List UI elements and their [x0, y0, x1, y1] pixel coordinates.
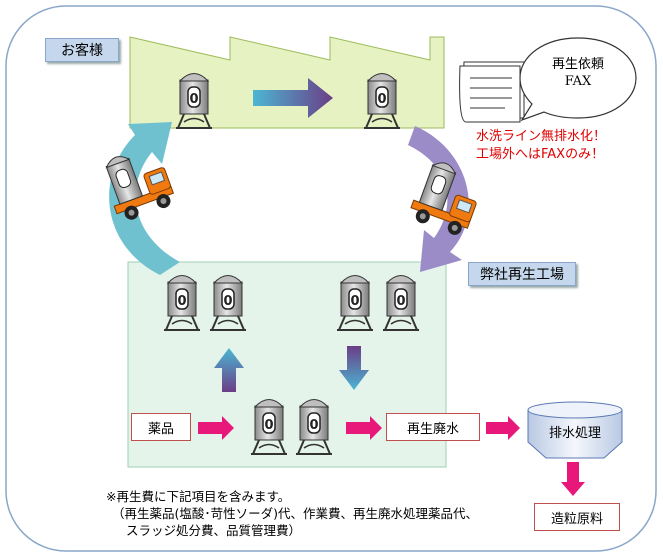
- warning-line2: 工場外へはFAXのみ！: [476, 147, 605, 162]
- arrow-to-wastewater: [346, 416, 382, 440]
- arrow-to-granulation: [561, 462, 585, 496]
- arrow-collect-purple: [408, 126, 469, 272]
- arrow-chem-to-tanks: [198, 416, 234, 440]
- customer-label: お客様: [45, 38, 119, 62]
- arrow-up: [214, 348, 244, 392]
- warning-line1: 水洗ライン無排水化！: [476, 129, 607, 144]
- fax-document-icon: [459, 61, 525, 123]
- drain-treatment-label: 排水処理: [548, 426, 601, 441]
- arrow-to-drain: [486, 416, 520, 440]
- footnote-line1: ※再生費に下記項目を含みます。: [106, 489, 291, 504]
- fax-line1: 再生依頼: [551, 57, 604, 72]
- arrow-factory-flow: [253, 78, 333, 118]
- fax-bubble-text: 再生依頼 FAX: [540, 56, 616, 90]
- waste-water-box: 再生廃水: [386, 413, 480, 441]
- footnote-line2: （再生薬品(塩酸･苛性ソーダ)代、作業費、再生廃水処理薬品代、: [112, 506, 479, 521]
- footnote-line3: スラッジ処分費、品質管理費）: [126, 523, 302, 538]
- granulation-box: 造粒原料: [534, 503, 620, 531]
- plant-label: 弊社再生工場: [468, 262, 576, 286]
- drain-funnel-top: [527, 401, 623, 419]
- chemicals-box: 薬品: [131, 413, 191, 441]
- arrow-down: [339, 346, 369, 390]
- footnote: ※再生費に下記項目を含みます。 （再生薬品(塩酸･苛性ソーダ)代、作業費、再生廃…: [106, 488, 478, 539]
- fax-speech-bubble: [519, 37, 637, 122]
- fax-line2: FAX: [564, 74, 592, 89]
- warning-text: 水洗ライン無排水化！ 工場外へはFAXのみ！: [476, 128, 656, 164]
